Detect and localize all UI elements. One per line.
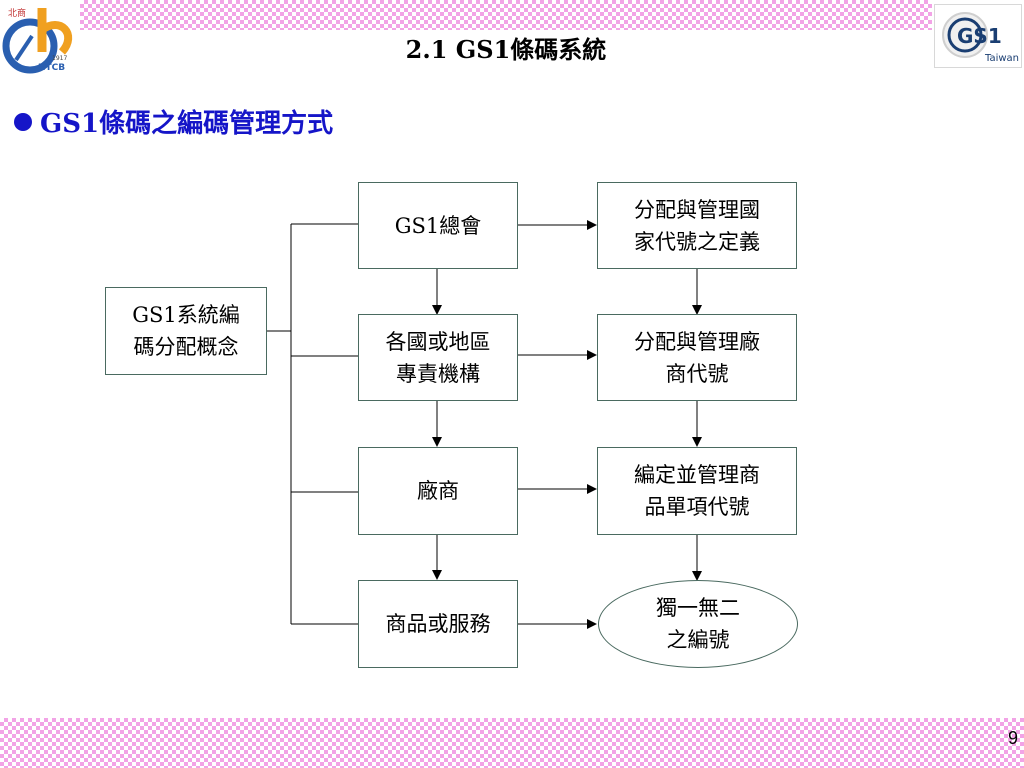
node-company-code: 分配與管理廠 商代號: [597, 314, 797, 401]
root-bracket-line: [267, 223, 358, 625]
logo-year: 1917: [52, 55, 67, 62]
top-checker-band: [80, 0, 932, 30]
node-unique-number: 獨一無二 之編號: [598, 580, 798, 668]
logo-region: Taiwan: [984, 53, 1019, 64]
slide-title: 2.1 GS1條碼系統: [405, 35, 607, 64]
logo-text-bottom: NTCB: [38, 63, 65, 73]
node-gs1-org: GS1總會: [358, 182, 518, 269]
node-product-service: 商品或服務: [358, 580, 518, 668]
bullet-icon: [14, 113, 32, 131]
section-heading: GS1條碼之編碼管理方式: [14, 104, 333, 144]
ntcb-logo: 北商 1917 NTCB: [2, 2, 80, 74]
node-root: GS1系統編 碼分配概念: [105, 287, 267, 375]
logo-brand: GS1: [957, 24, 1002, 48]
gs1-taiwan-logo: GS1 Taiwan: [934, 4, 1022, 68]
node-national-agency: 各國或地區 專責機構: [358, 314, 518, 401]
bottom-checker-band: [0, 718, 1024, 768]
node-country-code: 分配與管理國 家代號之定義: [597, 182, 797, 269]
node-item-code: 編定並管理商 品單項代號: [597, 447, 797, 535]
node-manufacturer: 廠商: [358, 447, 518, 535]
page-number: 9: [1007, 728, 1018, 748]
logo-text-top: 北商: [8, 7, 26, 19]
heading-text: GS1條碼之編碼管理方式: [40, 109, 334, 139]
